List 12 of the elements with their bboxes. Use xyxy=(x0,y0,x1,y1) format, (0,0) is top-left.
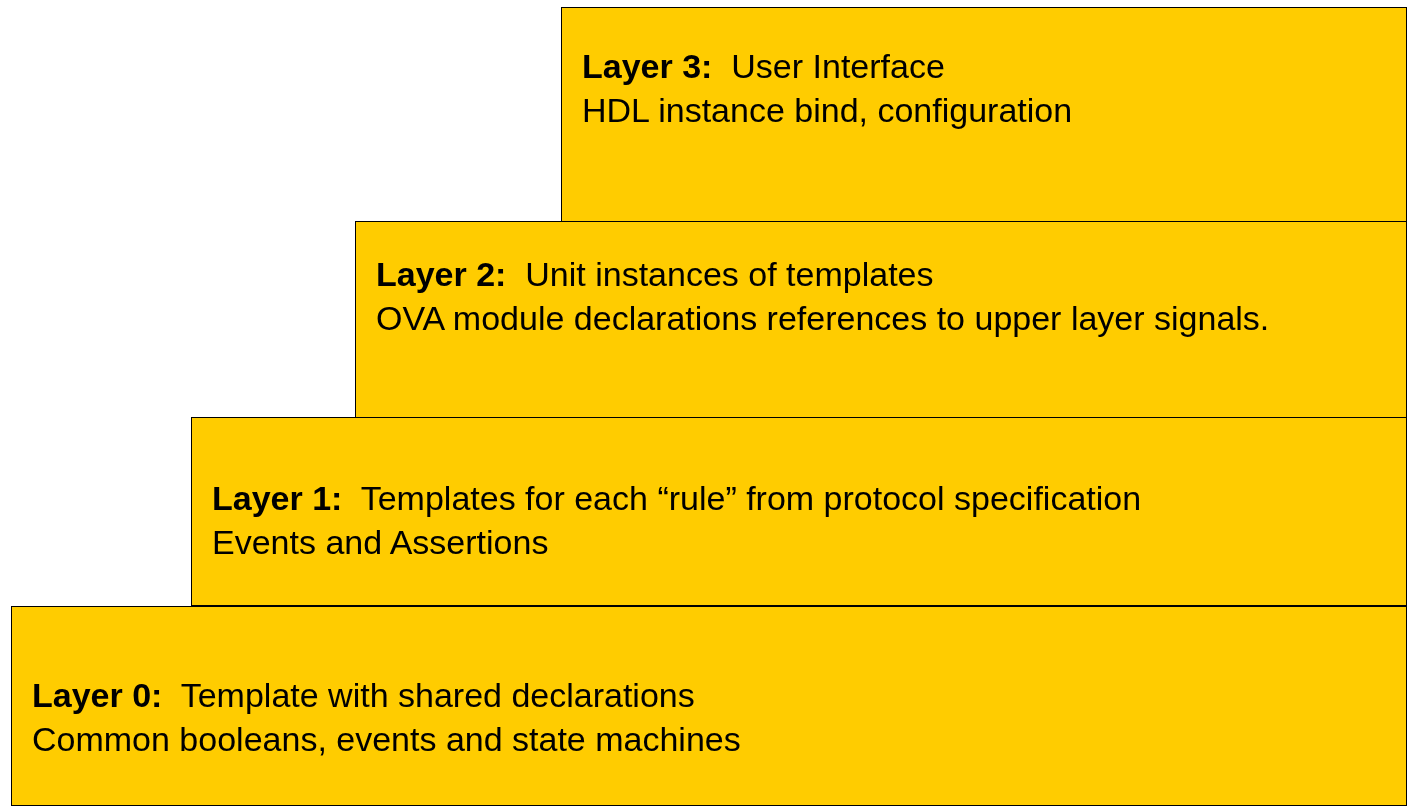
layer-heading: Layer 0: Template with shared declarations xyxy=(32,675,696,716)
layer-heading: Layer 3: User Interface xyxy=(582,46,946,87)
layer-box xyxy=(355,221,1407,418)
layer-heading: Layer 2: Unit instances of templates xyxy=(376,254,935,295)
layer-description: Events and Assertions xyxy=(212,522,550,563)
layer-description: OVA module declarations references to upper layer signals. xyxy=(376,298,1271,339)
layer-box xyxy=(191,417,1407,606)
layer-description: HDL instance bind, configuration xyxy=(582,90,1074,131)
layer-box xyxy=(561,7,1407,222)
layer-box xyxy=(11,606,1407,806)
layer-heading: Layer 1: Templates for each “rule” from protocol specification xyxy=(212,478,1143,519)
layer-description: Common booleans, events and state machines xyxy=(32,719,742,760)
